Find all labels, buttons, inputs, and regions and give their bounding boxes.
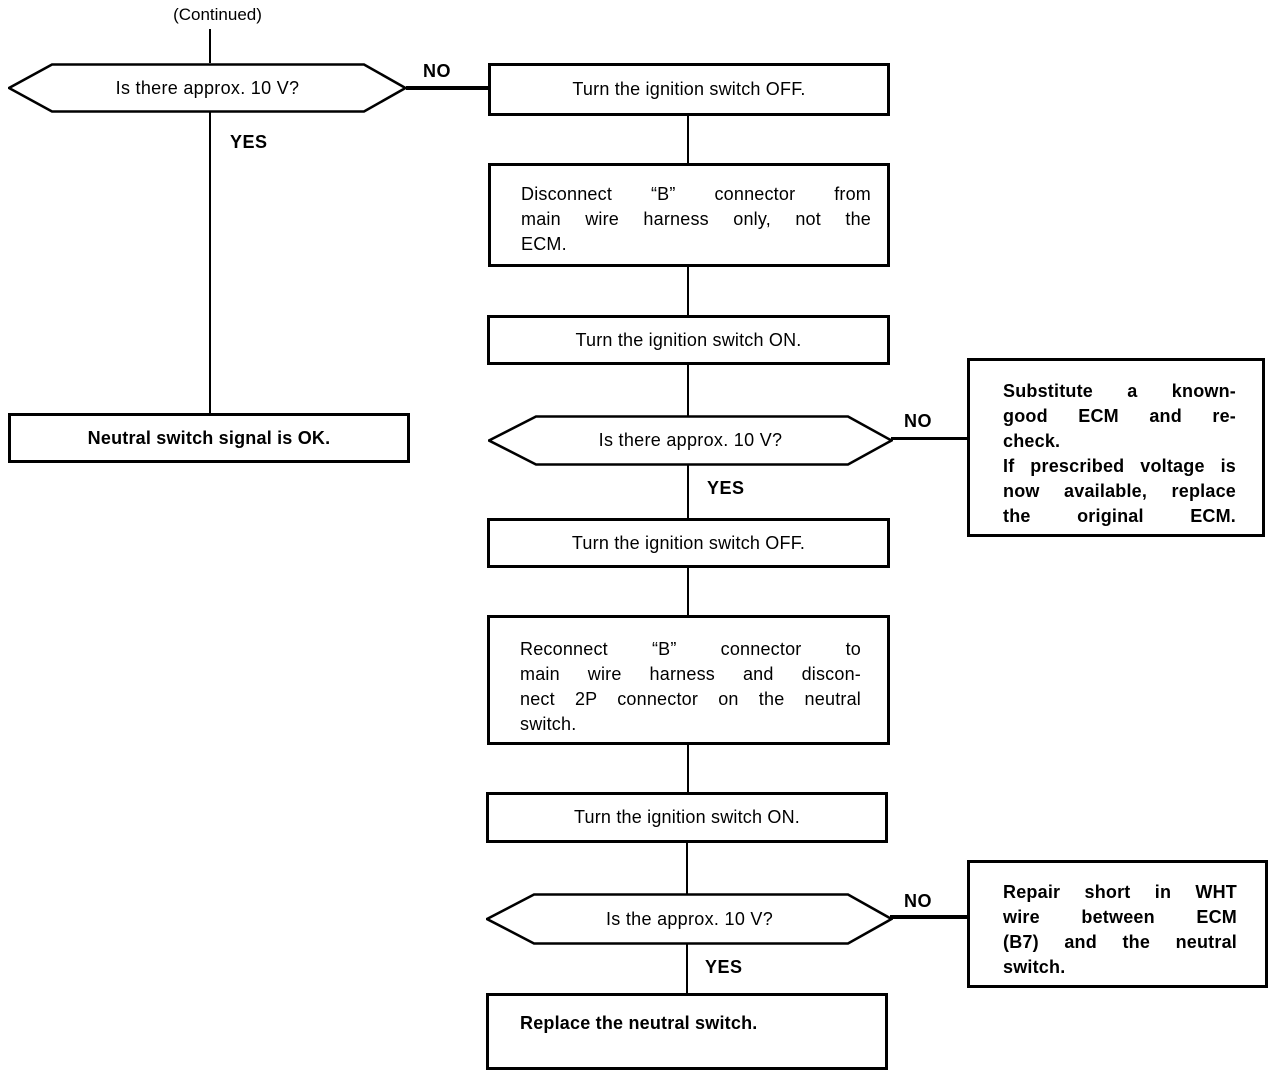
- connector-decision2-no: [891, 437, 967, 440]
- decision-3-label: Is the approx. 10 V?: [605, 908, 774, 929]
- connector-disconnect-to-turnon1: [687, 266, 689, 316]
- connector-turnon2-to-decision3: [686, 842, 688, 894]
- decision-hexagon-shape: [486, 893, 893, 945]
- connector-decision3-yes: [686, 944, 688, 994]
- process-turn-ignition-off-2: Turn the ignition switch OFF.: [487, 518, 890, 568]
- connector-decision3-no: [890, 915, 967, 919]
- process-turn-ignition-on-1: Turn the ignition switch ON.: [487, 315, 890, 365]
- connector-reconnect-to-turnon2: [687, 744, 689, 793]
- process-turn-ignition-off-1-label: Turn the ignition switch OFF.: [572, 79, 806, 99]
- yes-label-3: YES: [705, 957, 743, 977]
- result-neutral-switch-ok: Neutral switch signal is OK.: [8, 413, 410, 463]
- result-repair-short-wht: Repair short in WHT wire between ECM (B7…: [967, 860, 1268, 988]
- decision-is-there-10v-2: Is there approx. 10 V?: [488, 415, 893, 466]
- process-turn-ignition-on-2-label: Turn the ignition switch ON.: [573, 807, 801, 827]
- yes-label-1: YES: [230, 132, 268, 152]
- connector-continued-to-decision1: [209, 29, 211, 63]
- decision-hexagon-shape: [488, 415, 893, 466]
- connector-turnon1-to-decision2: [687, 364, 689, 416]
- decision-is-the-10v-3: Is the approx. 10 V?: [486, 893, 893, 945]
- decision-1-label: Is there approx. 10 V?: [115, 77, 300, 98]
- decision-2-label: Is there approx. 10 V?: [598, 430, 783, 450]
- process-turn-ignition-on-2: Turn the ignition switch ON.: [486, 792, 888, 843]
- process-turn-ignition-off-2-label: Turn the ignition switch OFF.: [571, 532, 806, 553]
- connector-turnoff1-to-disconnect: [687, 114, 689, 164]
- result-replace-neutral-switch-label: Replace the neutral switch.: [520, 1013, 758, 1033]
- process-turn-ignition-on-1-label: Turn the ignition switch ON.: [575, 329, 802, 350]
- decision-hexagon-shape: [8, 63, 407, 113]
- decision-is-there-10v-1: Is there approx. 10 V?: [8, 63, 407, 113]
- yes-label-2: YES: [707, 478, 745, 498]
- process-reconnect-b-connector: Reconnect “B” connector to main wire har…: [487, 615, 890, 745]
- connector-decision1-yes: [209, 112, 211, 414]
- connector-turnoff2-to-reconnect: [687, 567, 689, 616]
- no-label-2: NO: [904, 411, 932, 431]
- no-label-1: NO: [423, 61, 451, 81]
- result-substitute-ecm: Substitute a known- good ECM and re- che…: [967, 358, 1265, 537]
- process-turn-ignition-off-1: Turn the ignition switch OFF.: [488, 63, 890, 116]
- result-neutral-switch-ok-label: Neutral switch signal is OK.: [87, 427, 331, 448]
- continued-label: (Continued): [173, 5, 262, 24]
- connector-decision1-no: [406, 86, 488, 90]
- connector-decision2-yes: [687, 465, 689, 519]
- no-label-3: NO: [904, 891, 932, 911]
- result-replace-neutral-switch: Replace the neutral switch.: [486, 993, 888, 1070]
- process-disconnect-b-connector: Disconnect “B” connector from main wire …: [488, 163, 890, 267]
